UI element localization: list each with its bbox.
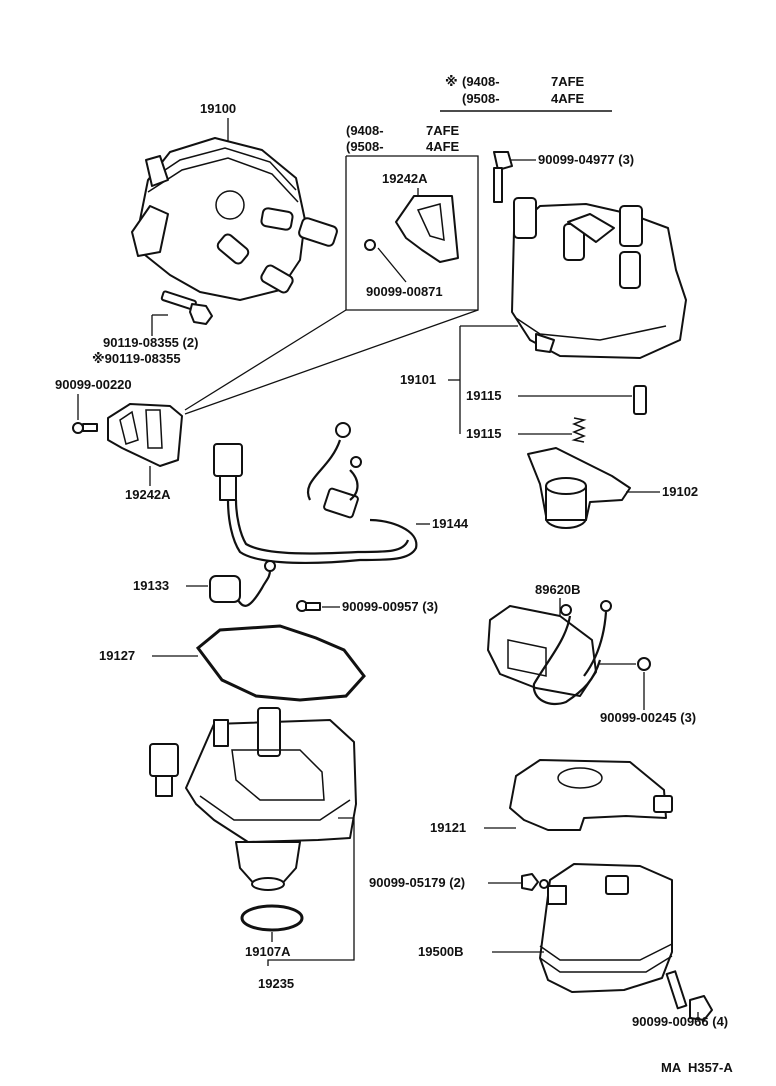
legend-mark: ※ xyxy=(445,74,458,89)
igniter-illustration xyxy=(487,600,612,706)
label-19101: 19101 xyxy=(400,372,436,387)
inset-row2-range: (9508- xyxy=(346,139,384,154)
rotor-illustration xyxy=(527,447,631,529)
label-19100: 19100 xyxy=(200,101,236,116)
label-19102: 19102 xyxy=(662,484,698,499)
reference-code: MA H357-A xyxy=(661,1060,733,1075)
label-19242a-left: 19242A xyxy=(125,487,171,502)
label-19127: 19127 xyxy=(99,648,135,663)
spring-icon xyxy=(571,417,587,443)
label-19133: 19133 xyxy=(133,578,169,593)
label-19235: 19235 xyxy=(258,976,294,991)
label-90099-00220: 90099-00220 xyxy=(55,377,132,392)
distributor-housing-illustration xyxy=(149,707,357,891)
carbon-brush-icon xyxy=(633,385,647,415)
inset-label-90099-00871: 90099-00871 xyxy=(366,284,443,299)
bolt-icon xyxy=(160,290,213,325)
inset-screw-icon xyxy=(364,239,376,251)
inset-label-19242a: 19242A xyxy=(382,171,428,186)
label-90099-00966: 90099-00966 (4) xyxy=(632,1014,728,1029)
legend: ※ (9408- 7AFE (9508- 4AFE xyxy=(440,74,612,112)
legend-row1-engine: 7AFE xyxy=(551,74,585,89)
legend-row2-engine: 4AFE xyxy=(551,91,585,106)
gasket-illustration xyxy=(195,624,366,702)
inset-row1-range: (9408- xyxy=(346,123,384,138)
legend-row2-range: (9508- xyxy=(462,91,500,106)
label-19107a: 19107A xyxy=(245,944,291,959)
screw-icon xyxy=(72,422,98,434)
label-19115-lower: 19115 xyxy=(466,426,501,441)
washer-icon xyxy=(637,657,651,671)
breaker-plate-illustration xyxy=(509,759,673,831)
label-19121: 19121 xyxy=(430,820,466,835)
inset-box: (9408- 7AFE (9508- 4AFE 19242A 90099-008… xyxy=(184,123,479,415)
cap-screw-icon xyxy=(493,151,513,203)
bolt-icon xyxy=(665,970,713,1021)
label-19500b: 19500B xyxy=(418,944,464,959)
distributor-cap-illustration xyxy=(511,197,687,359)
label-90099-05179: 90099-05179 (2) xyxy=(369,875,465,890)
screw-icon xyxy=(296,600,321,612)
condenser-illustration xyxy=(209,560,276,607)
legend-row1-range: (9408- xyxy=(462,74,500,89)
label-90099-00957: 90099-00957 (3) xyxy=(342,599,438,614)
label-90119-08355-marked: ※90119-08355 xyxy=(92,351,181,366)
lower-housing-illustration xyxy=(539,863,673,993)
screw-icon xyxy=(521,873,549,891)
inset-row2-engine: 4AFE xyxy=(426,139,460,154)
label-90099-00245: 90099-00245 (3) xyxy=(600,710,696,725)
wire-harness-illustration xyxy=(213,422,418,565)
label-19115-upper: 19115 xyxy=(466,388,501,403)
inset-row1-engine: 7AFE xyxy=(426,123,460,138)
label-90099-04977: 90099-04977 (3) xyxy=(538,152,634,167)
o-ring-icon xyxy=(240,904,304,932)
label-89620b: 89620B xyxy=(535,582,581,597)
distributor-assembly-illustration xyxy=(131,137,338,301)
label-19144: 19144 xyxy=(432,516,469,531)
label-90119-08355-2: 90119-08355 (2) xyxy=(103,335,198,350)
bracket-19242a-illustration xyxy=(107,403,183,467)
